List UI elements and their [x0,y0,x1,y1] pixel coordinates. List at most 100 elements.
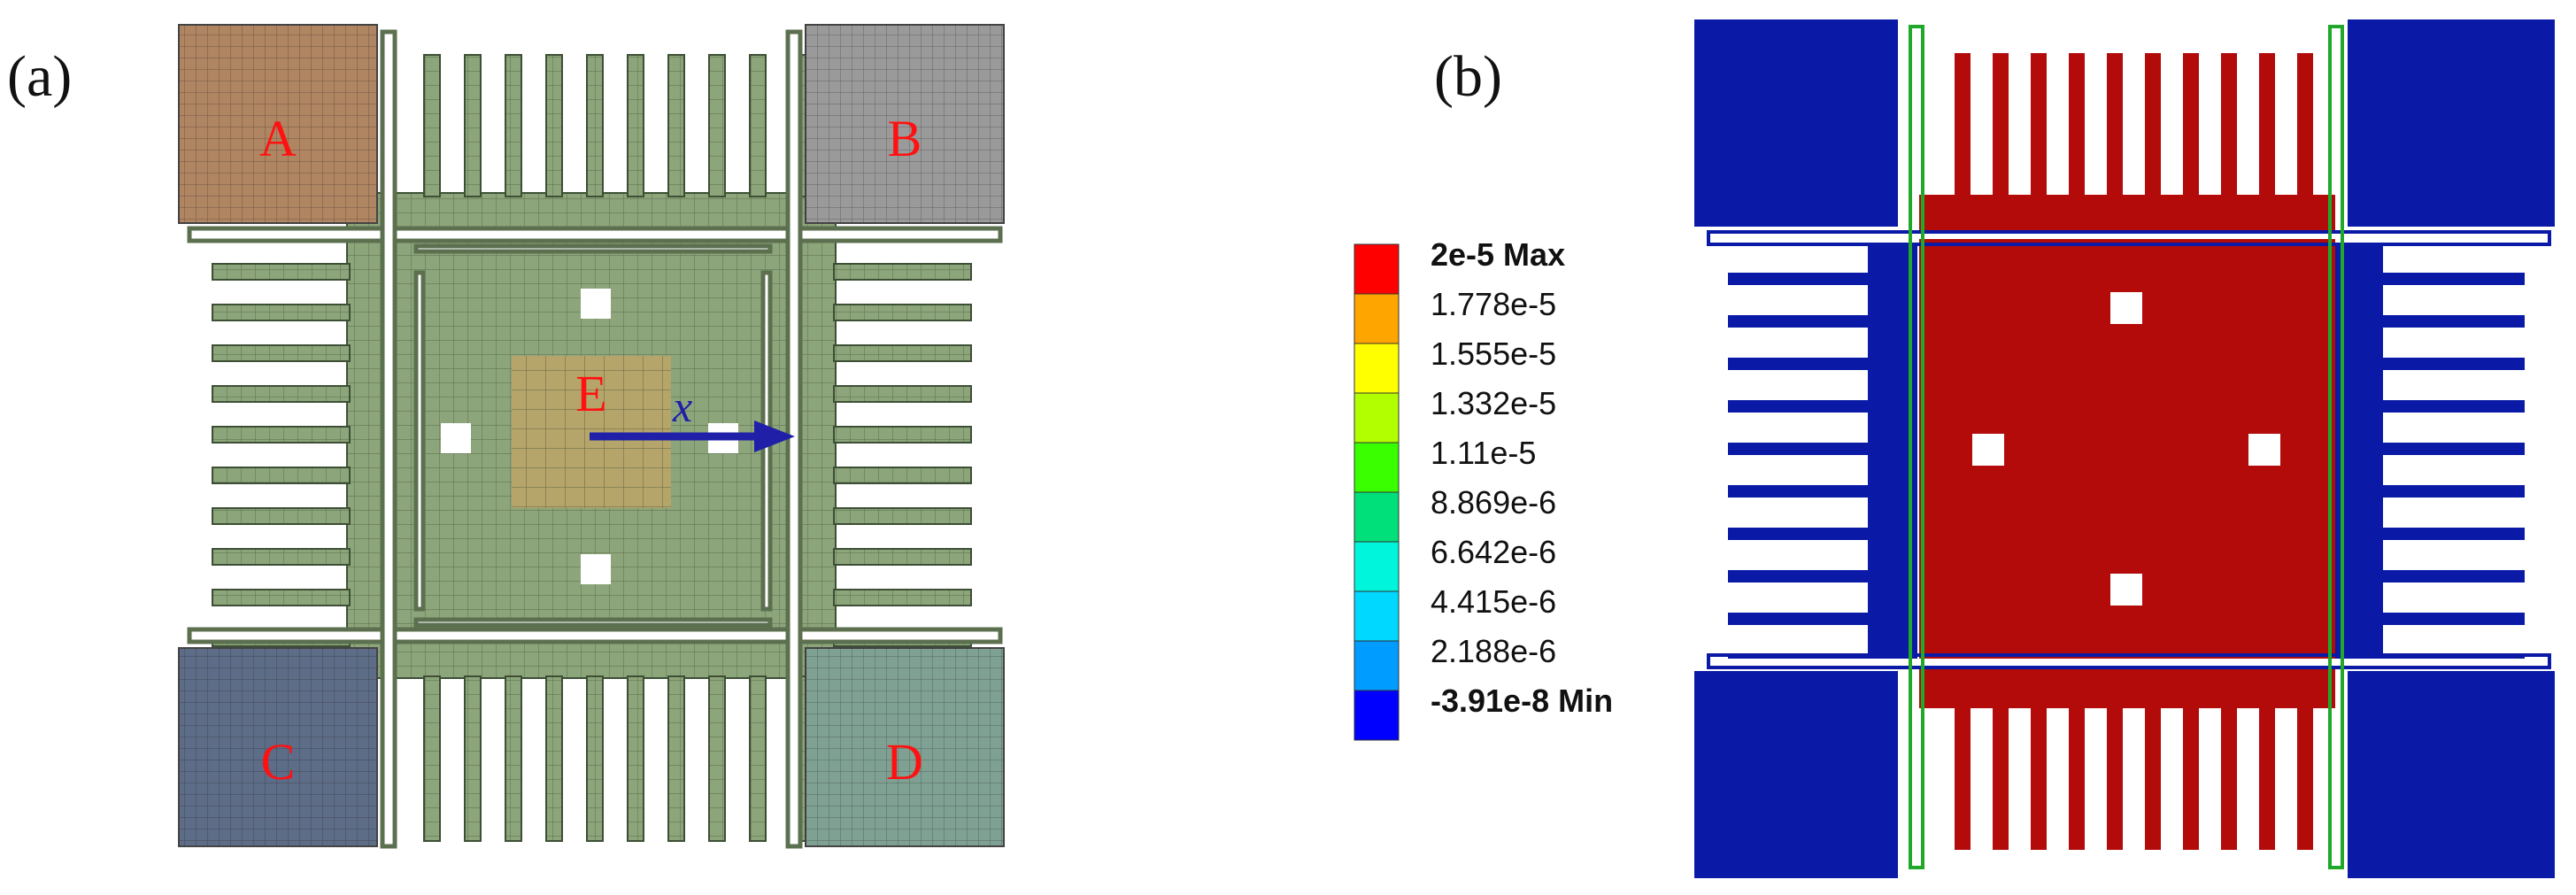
legend-label: 2e-5 Max [1431,236,1565,273]
spring-beam-right [785,29,803,849]
etch-hole [441,423,471,453]
comb-finger-top-mesh [505,55,521,197]
center-region-e: E [512,356,671,508]
fixed-finger-left [1728,613,1887,625]
color-legend: 2e-5 Max1.778e-51.555e-51.332e-51.11e-58… [1354,236,1613,741]
comb-finger-top-mesh [750,55,766,197]
comb-finger-right-mesh [834,305,971,320]
legend-swatch [1354,343,1400,394]
comb-finger-top-mesh [465,55,481,197]
fixed-finger-left [1728,400,1887,413]
fixed-finger-right [2365,273,2525,285]
comb-finger-left-mesh [212,345,350,361]
fixed-finger-left [1728,485,1887,498]
comb-finger-top-mesh [628,55,644,197]
fixed-finger-right [2365,613,2525,625]
etch-hole [581,554,611,584]
legend-swatch [1354,690,1400,741]
fixed-finger-right [2365,570,2525,583]
legend-label: 4.415e-6 [1431,583,1556,620]
comb-finger-top-mesh [668,55,684,197]
moving-finger-bottom [2107,699,2123,850]
comb-finger-bottom-mesh [587,676,603,841]
comb-finger-left-mesh [212,305,350,320]
comb-finger-left-mesh [212,590,350,606]
legend-swatch [1354,243,1400,295]
comb-finger-top-mesh [424,55,440,197]
comb-finger-right-mesh [834,345,971,361]
moving-finger-top [1955,53,1971,204]
anchor-bottom-right [2348,671,2555,878]
pad-d-mesh [806,648,1004,846]
anchor-top-right [2348,19,2555,227]
anchor-top-left [1694,19,1898,227]
comb-finger-top-mesh [587,55,603,197]
moving-finger-top [2183,53,2199,204]
center-label-e: E [575,365,606,422]
legend-label: 1.778e-5 [1431,286,1556,322]
pad-b-label: B [888,110,922,167]
comb-finger-left-mesh [212,427,350,443]
comb-finger-bottom-mesh [546,676,562,841]
legend-label: 1.11e-5 [1431,435,1536,471]
comb-finger-bottom-mesh [465,676,481,841]
slit-top [413,243,773,254]
etch-hole [2110,574,2142,606]
legend-swatch [1354,541,1400,592]
slit-bottom [413,617,773,628]
legend-swatch [1354,442,1400,493]
fixed-finger-right [2365,528,2525,540]
spring-outline-right [2328,25,2344,869]
comb-finger-right-mesh [834,386,971,402]
comb-finger-right-mesh [834,467,971,483]
moving-finger-top [2107,53,2123,204]
moving-finger-bottom [2069,699,2085,850]
moving-finger-top [2259,53,2275,204]
comb-finger-right-mesh [834,590,971,606]
comb-finger-top-mesh [546,55,562,197]
center-patch-mesh [512,356,671,508]
comb-finger-left-mesh [212,508,350,524]
comb-finger-top-mesh [709,55,725,197]
comb-finger-bottom-mesh [750,676,766,841]
spring-beam-bottom [187,627,1003,644]
etch-hole [581,289,611,319]
fixed-finger-right [2365,443,2525,455]
pad-b-mesh [806,25,1004,223]
beam-gap-top [1710,232,2542,239]
comb-finger-right-mesh [834,508,971,524]
legend-label: 2.188e-6 [1431,633,1556,669]
panel-a-label: (a) [7,44,72,109]
x-axis-arrow [590,420,795,452]
panel-b-displacement: (b) [1434,19,2555,878]
x-axis-label: x [672,382,692,431]
comb-finger-bottom-mesh [424,676,440,841]
fixed-finger-left [1728,358,1887,370]
legend-swatch [1354,491,1400,543]
comb-finger-right-mesh [834,549,971,565]
comb-finger-bottom-mesh [668,676,684,841]
moving-finger-top [2031,53,2047,204]
legend-swatch [1354,293,1400,344]
legend-swatch [1354,590,1400,642]
comb-finger-left-mesh [212,386,350,402]
legend-swatch [1354,640,1400,691]
legend-label: 1.332e-5 [1431,385,1556,421]
comb-finger-bottom-mesh [628,676,644,841]
comb-finger-right-mesh [834,427,971,443]
fixed-finger-left [1728,315,1887,328]
etch-hole [1972,434,2004,466]
legend-swatch [1354,392,1400,444]
moving-finger-bottom [2031,699,2047,850]
beam-gap-bottom [1710,659,2542,666]
comb-finger-right-mesh [834,264,971,280]
moving-finger-bottom [2145,699,2161,850]
slit-left [413,270,426,612]
displacement-structure [1694,19,2555,878]
fixed-finger-left [1728,528,1887,540]
comb-finger-left-mesh [212,549,350,565]
fixed-finger-right [2365,485,2525,498]
pad-a-mesh [179,25,377,223]
moving-finger-top [2145,53,2161,204]
